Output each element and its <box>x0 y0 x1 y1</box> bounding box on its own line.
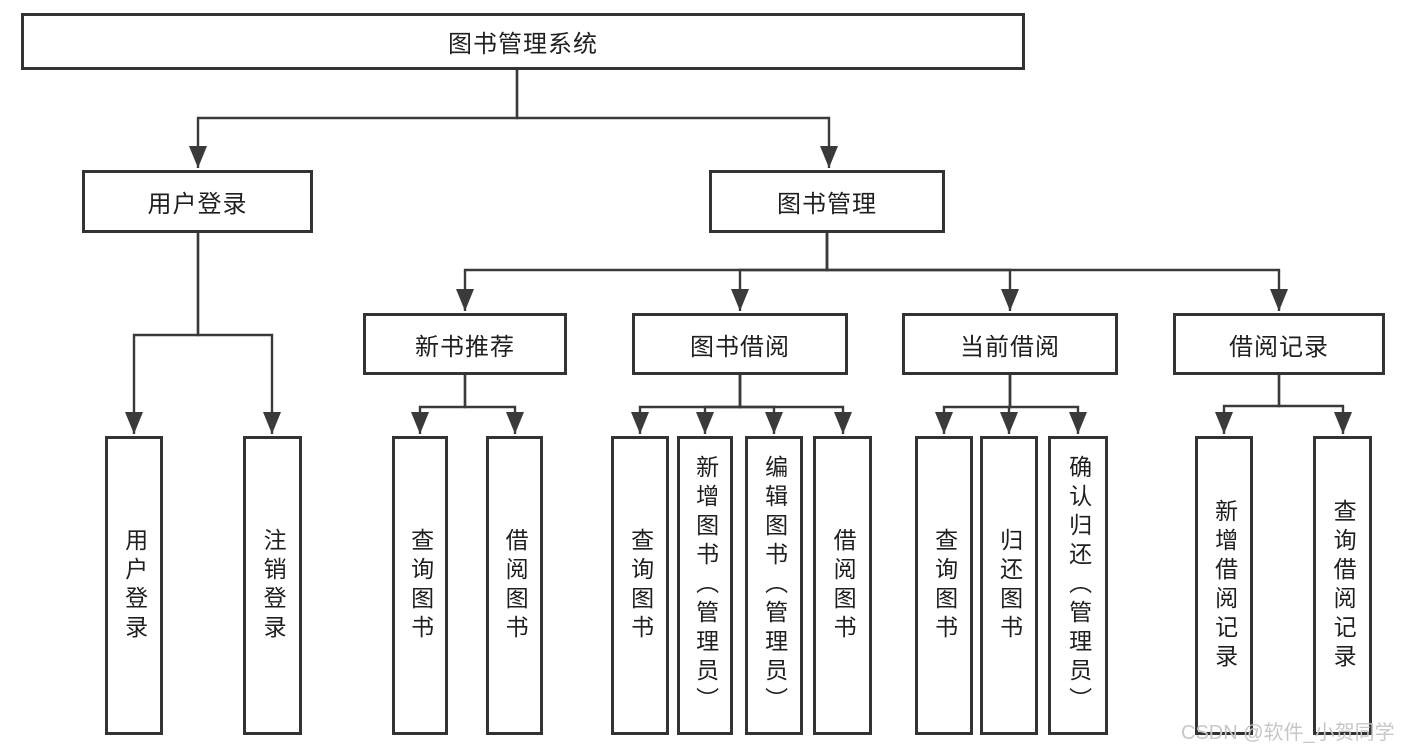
leaf-label: 用户登录 <box>121 527 148 644</box>
leaf-label: 查询图书 <box>627 527 654 644</box>
leaf-label: 新增图书（管理员） <box>692 455 719 716</box>
leaf-add-book-admin: 新增图书（管理员） <box>677 436 733 735</box>
leaf-label: 编辑图书（管理员） <box>761 455 788 716</box>
leaf-return-books: 归还图书 <box>980 436 1038 735</box>
node-book-management: 图书管理 <box>709 170 945 233</box>
leaf-user-login: 用户登录 <box>105 436 163 735</box>
leaf-label: 新增借阅记录 <box>1211 498 1238 673</box>
leaf-logout: 注销登录 <box>243 436 302 735</box>
leaf-edit-book-admin: 编辑图书（管理员） <box>745 436 803 735</box>
node-borrow-records: 借阅记录 <box>1173 313 1385 375</box>
node-library-system: 图书管理系统 <box>21 13 1025 70</box>
node-label: 当前借阅 <box>960 333 1060 361</box>
leaf-label: 确认归还（管理员） <box>1065 455 1092 716</box>
leaf-query-books-borrow: 查询图书 <box>611 436 669 735</box>
csdn-watermark: CSDN @软件_小贺同学 <box>1181 722 1395 744</box>
leaf-borrow-books-recommend: 借阅图书 <box>486 436 543 735</box>
leaf-query-books-recommend: 查询图书 <box>392 436 448 735</box>
node-label: 图书管理 <box>777 191 877 218</box>
leaf-label: 查询借阅记录 <box>1330 498 1357 673</box>
node-label: 图书借阅 <box>690 333 790 361</box>
leaf-confirm-return-admin: 确认归还（管理员） <box>1048 436 1108 735</box>
leaf-label: 归还图书 <box>996 527 1023 644</box>
node-label: 新书推荐 <box>415 333 515 361</box>
leaf-borrow-books: 借阅图书 <box>813 436 872 735</box>
node-label: 借阅记录 <box>1229 333 1329 361</box>
node-current-borrow: 当前借阅 <box>902 313 1118 375</box>
node-user-login: 用户登录 <box>82 170 313 233</box>
node-label: 用户登录 <box>147 191 248 218</box>
node-book-borrow: 图书借阅 <box>632 313 848 375</box>
leaf-label: 查询图书 <box>407 527 434 644</box>
node-new-book-recommend: 新书推荐 <box>363 313 567 375</box>
leaf-label: 查询图书 <box>931 527 958 644</box>
leaf-query-borrow-record: 查询借阅记录 <box>1313 436 1372 735</box>
leaf-label: 借阅图书 <box>502 527 529 644</box>
node-label: 图书管理系统 <box>448 31 598 58</box>
leaf-label: 借阅图书 <box>830 527 857 644</box>
leaf-label: 注销登录 <box>260 527 287 644</box>
leaf-query-books-current: 查询图书 <box>915 436 973 735</box>
leaf-add-borrow-record: 新增借阅记录 <box>1195 436 1253 735</box>
